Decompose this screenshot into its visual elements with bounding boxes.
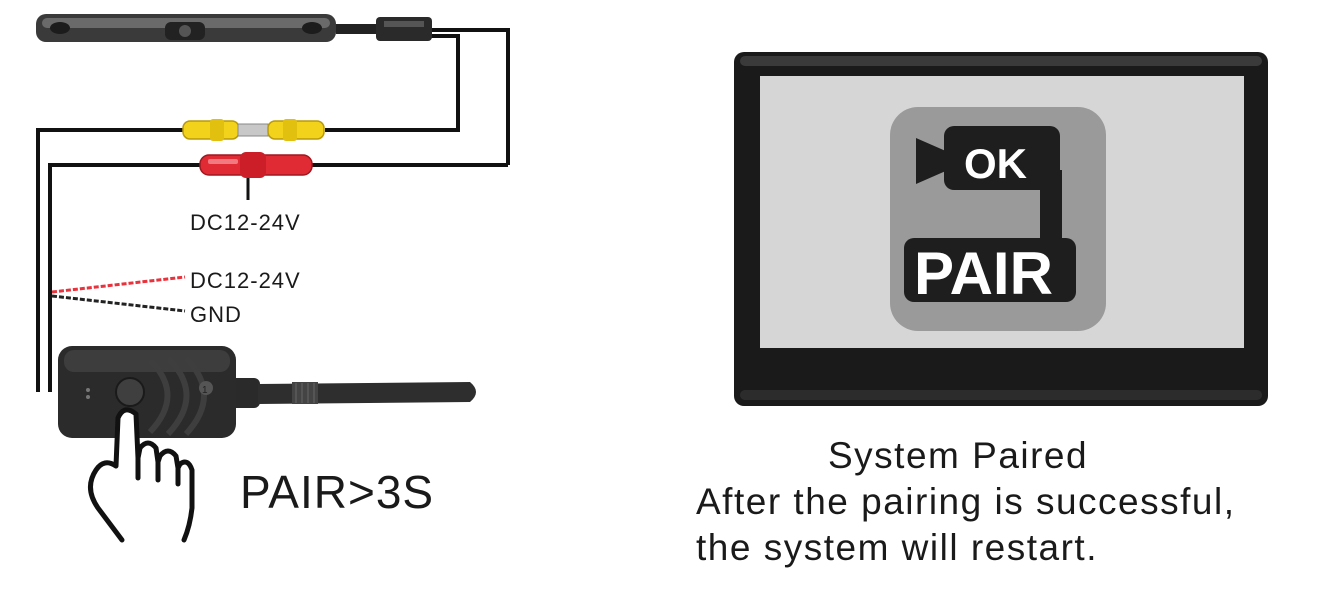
pair-instruction: PAIR>3S (240, 466, 434, 518)
power-label-2: DC12-24V (190, 268, 301, 293)
monitor: OK PAIR (734, 52, 1268, 406)
power-leads (51, 275, 186, 313)
ground-label: GND (190, 302, 242, 327)
caption-title: System Paired (828, 435, 1089, 476)
svg-text:1: 1 (202, 385, 208, 396)
caption-line-2: After the pairing is successful, (696, 481, 1236, 522)
pressing-hand-icon (88, 407, 195, 543)
power-label-1: DC12-24V (190, 210, 301, 235)
red-power-connector (199, 152, 313, 178)
camera-ok-icon (916, 126, 1062, 246)
yellow-rca-connector (182, 119, 325, 141)
wireless-transmitter: 1 (58, 346, 476, 438)
ok-label: OK (964, 140, 1027, 187)
pair-label-bg (904, 238, 1076, 302)
pair-label: PAIR (914, 240, 1053, 307)
caption-line-3: the system will restart. (696, 527, 1098, 568)
wiring-lines (36, 28, 510, 392)
license-plate-camera (36, 14, 432, 42)
